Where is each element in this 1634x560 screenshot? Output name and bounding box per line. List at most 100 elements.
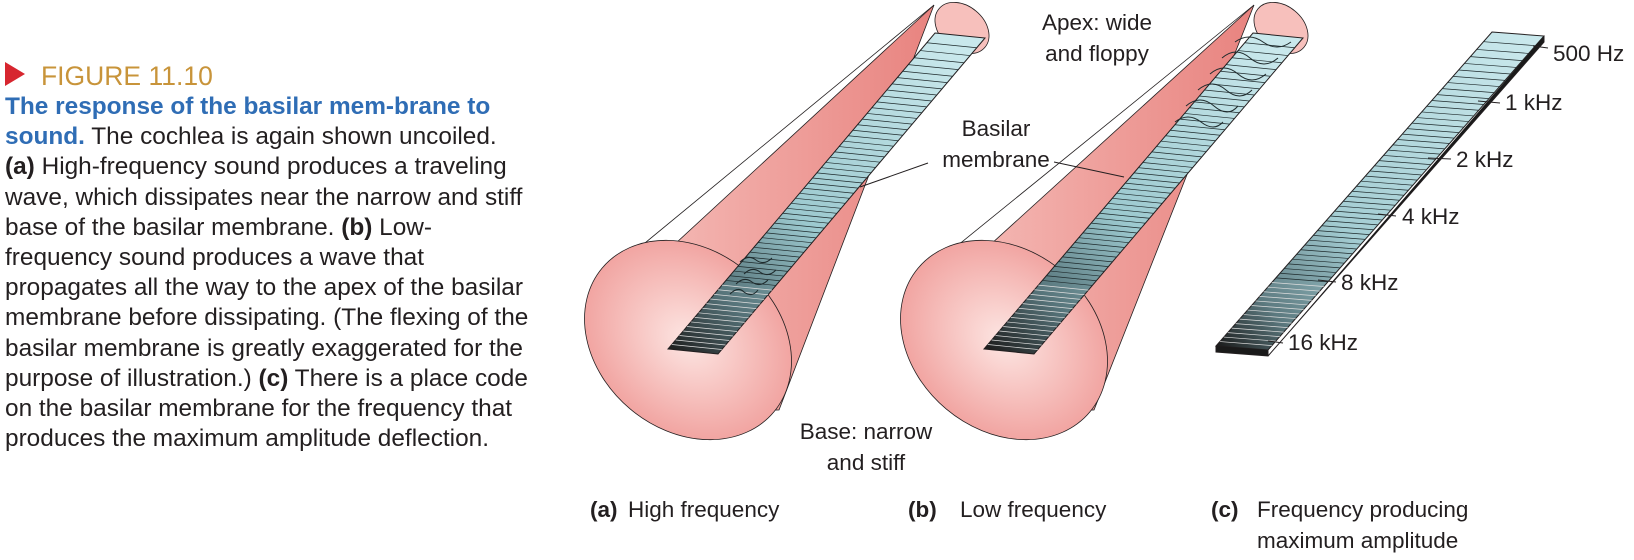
- striation-line: [753, 246, 804, 253]
- striation-line: [1416, 117, 1469, 122]
- striation-line: [1251, 305, 1304, 310]
- striation-line: [1219, 341, 1272, 346]
- striation-line: [1022, 303, 1073, 309]
- striation-line: [1142, 162, 1193, 168]
- caption-text-segment: There is a place code on the basilar mem…: [5, 364, 528, 453]
- caption-panel-ref: (c): [258, 364, 289, 392]
- striation-line: [786, 207, 837, 214]
- striation-line: [718, 289, 769, 296]
- striation-line: [1010, 317, 1061, 323]
- freq-label-500hz: 500 Hz: [1553, 41, 1624, 66]
- striation-line: [843, 140, 894, 147]
- striation-line: [1263, 291, 1316, 297]
- striation-line: [1086, 227, 1138, 234]
- striation-line: [825, 162, 876, 168]
- striation-line: [1259, 295, 1312, 301]
- striation-line: [1014, 312, 1065, 319]
- striation-line: [1421, 111, 1474, 117]
- apex-label-line2: and floppy: [1045, 41, 1150, 66]
- striation-line: [908, 64, 959, 70]
- striation-line: [1255, 300, 1308, 306]
- striation-line: [926, 42, 977, 49]
- striation-line: [1271, 282, 1324, 287]
- striation-line: [1243, 314, 1296, 319]
- striation-line: [774, 222, 825, 229]
- striation-line: [1070, 246, 1121, 253]
- caption-text-segment: The cochlea is again shown uncoiled.: [84, 123, 497, 151]
- striation-line: [1235, 323, 1288, 328]
- striation-line: [671, 344, 722, 350]
- striation-line: [1103, 207, 1154, 214]
- striation-line: [1160, 140, 1211, 147]
- striation-line: [706, 303, 757, 309]
- striation-line: [1351, 190, 1405, 196]
- striation-line: [679, 335, 730, 341]
- striation-line: [710, 298, 761, 305]
- panel-a-title: High frequency: [628, 497, 780, 522]
- base-label-line1: Base: narrow: [800, 419, 933, 444]
- striation-line: [1170, 129, 1221, 136]
- striation-line: [1483, 41, 1536, 47]
- caption-text: The response of the basilar mem-brane to…: [5, 92, 530, 454]
- striation-line: [1054, 266, 1105, 272]
- striation-line: [1107, 202, 1159, 209]
- striation-line: [1334, 210, 1387, 216]
- striation-line: [1275, 277, 1328, 283]
- striation-line: [1292, 258, 1345, 264]
- striation-line: [1365, 175, 1418, 181]
- striation-line: [1442, 88, 1495, 93]
- striation-line: [1220, 70, 1271, 77]
- striation-line: [1046, 275, 1097, 282]
- striation-line: [1095, 217, 1146, 224]
- striation-line: [830, 156, 881, 163]
- striation-line: [686, 326, 738, 332]
- wave-a: [729, 256, 777, 296]
- striation-line: [1231, 327, 1284, 333]
- striation-line: [762, 237, 813, 244]
- striation-line: [725, 280, 776, 286]
- caption-panel-ref: (a): [5, 153, 35, 181]
- cone-b-far-side: [914, 4, 1255, 281]
- striation-line: [1267, 286, 1320, 292]
- striation-line: [675, 339, 726, 346]
- cochlea-high-frequency: [584, 1, 990, 441]
- striation-line: [1174, 124, 1225, 131]
- striation-line: [991, 339, 1042, 346]
- caption-text-segment: Low-frequency sound produces a wave that…: [5, 213, 529, 392]
- panel-a-letter: (a): [590, 497, 618, 522]
- striation-line: [1397, 139, 1450, 144]
- striation-line: [1062, 256, 1113, 263]
- striation-line: [1383, 155, 1436, 160]
- striation-line: [1165, 135, 1216, 142]
- striation-line: [1226, 64, 1277, 70]
- striation-line: [1321, 225, 1374, 231]
- basilar-label-line2: membrane: [942, 147, 1050, 172]
- striation-line: [1189, 107, 1240, 114]
- striation-line: [803, 187, 854, 194]
- caption-text-segment: High-frequency sound produces a travelin…: [5, 153, 523, 241]
- striation-line: [1338, 205, 1391, 211]
- striation-line: [795, 197, 846, 204]
- panel-b-letter: (b): [908, 497, 937, 522]
- striation-line: [1360, 180, 1413, 186]
- striation-line: [881, 95, 932, 102]
- striation-line: [1407, 128, 1460, 133]
- striation-line: [721, 284, 773, 291]
- freq-label-4khz: 4 kHz: [1402, 204, 1460, 229]
- striation-line: [1347, 195, 1400, 201]
- striation-line: [1138, 167, 1189, 174]
- cochlea-low-frequency: [900, 1, 1309, 441]
- striation-line: [1074, 242, 1125, 248]
- striation-line: [1330, 215, 1383, 221]
- striation-line: [694, 317, 745, 323]
- freq-label-8khz: 8 kHz: [1341, 270, 1399, 295]
- striation-line: [1313, 235, 1366, 240]
- striation-line: [876, 101, 927, 108]
- striation-line: [1007, 321, 1058, 328]
- striation-line: [757, 242, 809, 248]
- striation-line: [1214, 77, 1266, 83]
- striation-line: [1147, 156, 1198, 163]
- striation-line: [1151, 151, 1202, 158]
- striation-line: [1120, 187, 1171, 194]
- striation-line: [1099, 212, 1150, 219]
